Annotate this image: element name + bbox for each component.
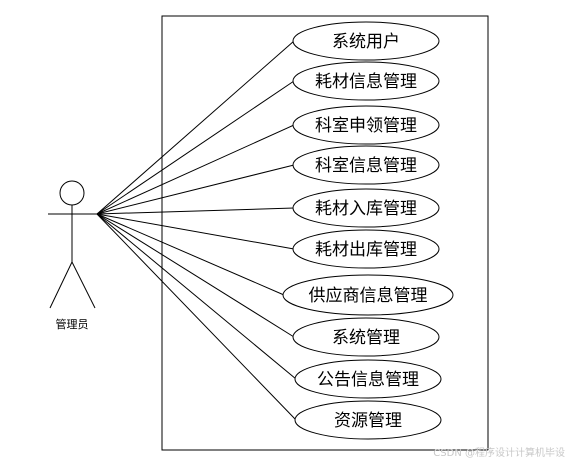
- use-case-ellipse: [282, 274, 454, 316]
- use-case-ellipse: [292, 145, 440, 185]
- use-case-ellipse: [292, 105, 440, 145]
- use-case-label: 系统管理: [332, 328, 400, 348]
- use-case-label: 公告信息管理: [317, 370, 419, 390]
- use-case-9: 资源管理: [294, 400, 442, 440]
- use-case-ellipse: [292, 188, 440, 228]
- use-case-0: 系统用户: [292, 21, 440, 61]
- use-case-ellipse: [294, 400, 442, 440]
- association-line: [96, 164, 295, 215]
- use-case-label: 资源管理: [334, 411, 402, 431]
- use-case-ellipse: [292, 61, 440, 101]
- association-line: [96, 207, 295, 215]
- use-case-3: 科室信息管理: [292, 145, 440, 185]
- association-line: [96, 213, 297, 380]
- use-case-ellipse: [294, 359, 442, 399]
- actor-left-leg: [49, 261, 73, 309]
- use-case-2: 科室申领管理: [292, 105, 440, 145]
- system-boundary: [161, 15, 489, 451]
- association-line: [96, 213, 295, 338]
- association-line: [96, 80, 295, 215]
- use-case-7: 系统管理: [292, 317, 440, 357]
- use-case-5: 耗材出库管理: [292, 229, 440, 269]
- use-case-label: 耗材信息管理: [315, 72, 417, 92]
- association-line: [96, 124, 295, 215]
- use-case-label: 耗材出库管理: [315, 240, 417, 260]
- use-case-1: 耗材信息管理: [292, 61, 440, 101]
- association-line: [96, 213, 297, 421]
- watermark: CSDN @程序设计计算机毕设: [433, 446, 565, 459]
- use-case-ellipse: [292, 229, 440, 269]
- use-case-6: 供应商信息管理: [282, 274, 454, 316]
- actor-head: [59, 180, 85, 206]
- association-line: [96, 213, 295, 250]
- actor-label: 管理员: [56, 317, 89, 331]
- actor: 管理员: [48, 180, 97, 331]
- use-case-label: 供应商信息管理: [309, 286, 428, 306]
- use-case-4: 耗材入库管理: [292, 188, 440, 228]
- use-case-label: 系统用户: [332, 32, 400, 52]
- association-line: [96, 40, 295, 215]
- use-case-label: 科室信息管理: [315, 156, 417, 176]
- actor-right-leg: [71, 261, 96, 309]
- association-line: [96, 213, 285, 296]
- use-case-ellipse: [292, 21, 440, 61]
- use-case-label: 科室申领管理: [315, 116, 417, 136]
- association-lines: [96, 40, 297, 421]
- use-case-ellipse: [292, 317, 440, 357]
- use-case-label: 耗材入库管理: [315, 199, 417, 219]
- use-case-8: 公告信息管理: [294, 359, 442, 399]
